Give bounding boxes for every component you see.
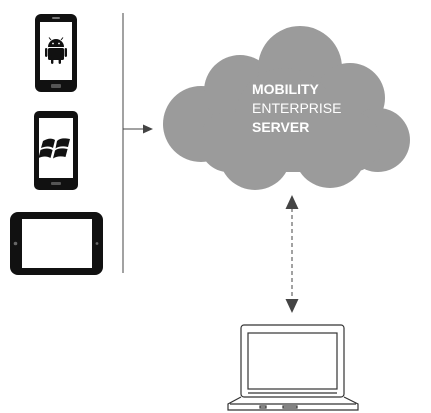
sync-arrow [285,195,299,313]
cloud-label-line3: SERVER [252,119,310,135]
connection-arrow [123,124,153,134]
tablet-icon [10,212,103,275]
cloud-label-line1: MOBILITY [252,81,319,97]
cloud-label: MOBILITY ENTERPRISE SERVER [252,80,341,137]
laptop-icon [227,324,359,411]
windows-logo-icon [38,138,70,159]
android-logo-icon [45,37,67,64]
android-phone-icon [35,14,77,92]
cloud-shape [163,26,410,190]
windows-phone-icon [34,111,78,190]
cloud-label-line2: ENTERPRISE [252,100,342,116]
